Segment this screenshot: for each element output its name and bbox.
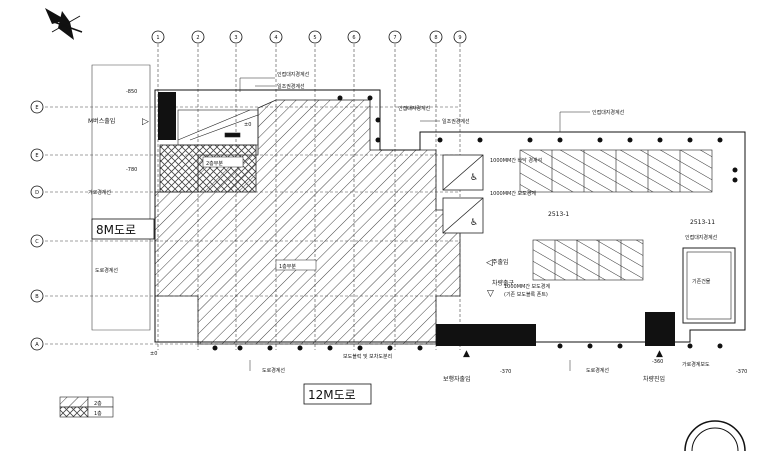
level-6: -360 xyxy=(652,359,663,365)
accessible-parking xyxy=(442,154,484,234)
boundary-right-label: 인접대지경계선 xyxy=(592,109,625,116)
dim-note4-label: (기존 보도블록 폰트) xyxy=(504,291,548,298)
grid-col-7: 7 xyxy=(393,35,396,41)
black-wall-bottom-right xyxy=(645,312,675,346)
bus-entrance-arrow-icon: ▷ xyxy=(142,117,149,127)
black-wall-top-left xyxy=(158,92,176,140)
grid-row-5: B xyxy=(35,294,39,300)
grid-col-8: 8 xyxy=(434,35,437,41)
pedestrian-arrow-icon: ▲ xyxy=(463,349,470,359)
grid-col-2: 2 xyxy=(196,35,199,41)
dim-note3-label: 1000MM간 보도경계 xyxy=(504,283,550,290)
existing-building-box xyxy=(682,247,736,324)
parking-stalls-top xyxy=(519,149,713,193)
vehicle-in-label: 주출입 xyxy=(492,258,509,266)
grid-col-6: 6 xyxy=(352,35,355,41)
grid-column-labels: 1 2 3 4 5 6 7 8 9 xyxy=(156,35,461,41)
level-2: -780 xyxy=(126,167,137,173)
pedestrian-label: 보행자출입 xyxy=(443,375,471,383)
bus-entrance-label: M버스출입 xyxy=(88,117,115,125)
level-3: ±0 xyxy=(150,351,157,357)
vehicle-out-arrow-icon: ▽ xyxy=(487,289,494,299)
grid-row-2: E xyxy=(35,153,38,159)
legend-label-2f: 2층 xyxy=(94,400,102,407)
grid-row-bubbles xyxy=(30,100,44,351)
road-boundary-bottom2-label: 도로경계선 xyxy=(586,367,609,374)
grid-col-1: 1 xyxy=(156,35,159,41)
tree-markers xyxy=(212,95,738,351)
vehicle-out-label: 차량출구 xyxy=(492,279,515,287)
grid-row-labels: E E D C B A xyxy=(35,105,39,348)
grid-col-9: 9 xyxy=(458,35,461,41)
floor-1-area xyxy=(154,99,461,345)
level-7: -370 xyxy=(736,369,747,375)
boundary-top2-label: 일조권경계선 xyxy=(277,83,305,90)
grid-column-bubbles xyxy=(151,30,467,44)
grid-col-3: 3 xyxy=(234,35,237,41)
accessible-icon-2: ♿ xyxy=(470,218,478,228)
road-8m-label: 8M도로 xyxy=(96,223,136,237)
road-label-right: 가로경계보도 xyxy=(682,361,710,368)
ramp-area xyxy=(177,109,259,146)
boundary-right2-label: 인접대지경계선 xyxy=(685,234,718,241)
north-arrow-icon xyxy=(45,8,83,40)
grid-row-4: C xyxy=(35,239,39,245)
parking-stalls-middle xyxy=(532,239,644,281)
boundary-mid1-label: 인접대지경계선 xyxy=(398,105,431,112)
road-8m: 8M도로 xyxy=(91,218,155,240)
sidewalk-note-label: 보도블럭 및 보차도분리 xyxy=(343,353,392,360)
floor-2-label: 2층부분 xyxy=(206,160,223,167)
legend-label-1f: 1층 xyxy=(94,410,102,417)
road-boundary-left1-label: 가로경계선 xyxy=(88,189,111,196)
road-12m: 12M도로 xyxy=(303,383,372,405)
level-4: ±0 xyxy=(244,122,251,128)
road-boundary-left2-label: 도로경계선 xyxy=(95,267,118,274)
grid-col-4: 4 xyxy=(274,35,277,41)
grid-row-1: E xyxy=(35,105,38,111)
road-boundary-bottom1-label: 도로경계선 xyxy=(262,367,285,374)
lot-2-label: 2513-11 xyxy=(690,219,715,226)
level-5: -370 xyxy=(500,369,511,375)
boundary-top1-label: 인접대지경계선 xyxy=(277,71,310,78)
accessible-icon-1: ♿ xyxy=(470,173,478,183)
existing-building-label: 기존건물 xyxy=(692,278,711,285)
left-road-outline xyxy=(91,64,151,331)
level-1: -850 xyxy=(126,89,137,95)
floor-2-area xyxy=(159,144,257,193)
grid-col-5: 5 xyxy=(313,35,316,41)
boundary-mid2-label: 일조권경계선 xyxy=(442,118,470,125)
dim-note1-label: 1000MM간 바닥 경계석 xyxy=(490,157,542,164)
dim-note2-label: 1000MM간 보도경계 xyxy=(490,190,536,197)
vehicle-in-arrow-icon: ◁ xyxy=(486,258,493,268)
grid-row-3: D xyxy=(35,190,39,196)
floor-1-label: 1층부분 xyxy=(279,263,296,270)
stamp-icon xyxy=(684,420,746,451)
legend: 2층 1층 xyxy=(59,396,114,418)
vehicle-entrance-label: 차량진입 xyxy=(643,375,665,383)
lot-1-label: 2513-1 xyxy=(548,211,569,218)
grid-row-6: A xyxy=(35,342,39,348)
leader-lines xyxy=(239,77,590,371)
road-12m-label: 12M도로 xyxy=(308,388,356,402)
black-wall-bottom xyxy=(436,324,536,346)
vehicle-entrance-arrow-icon: ▲ xyxy=(656,349,663,359)
